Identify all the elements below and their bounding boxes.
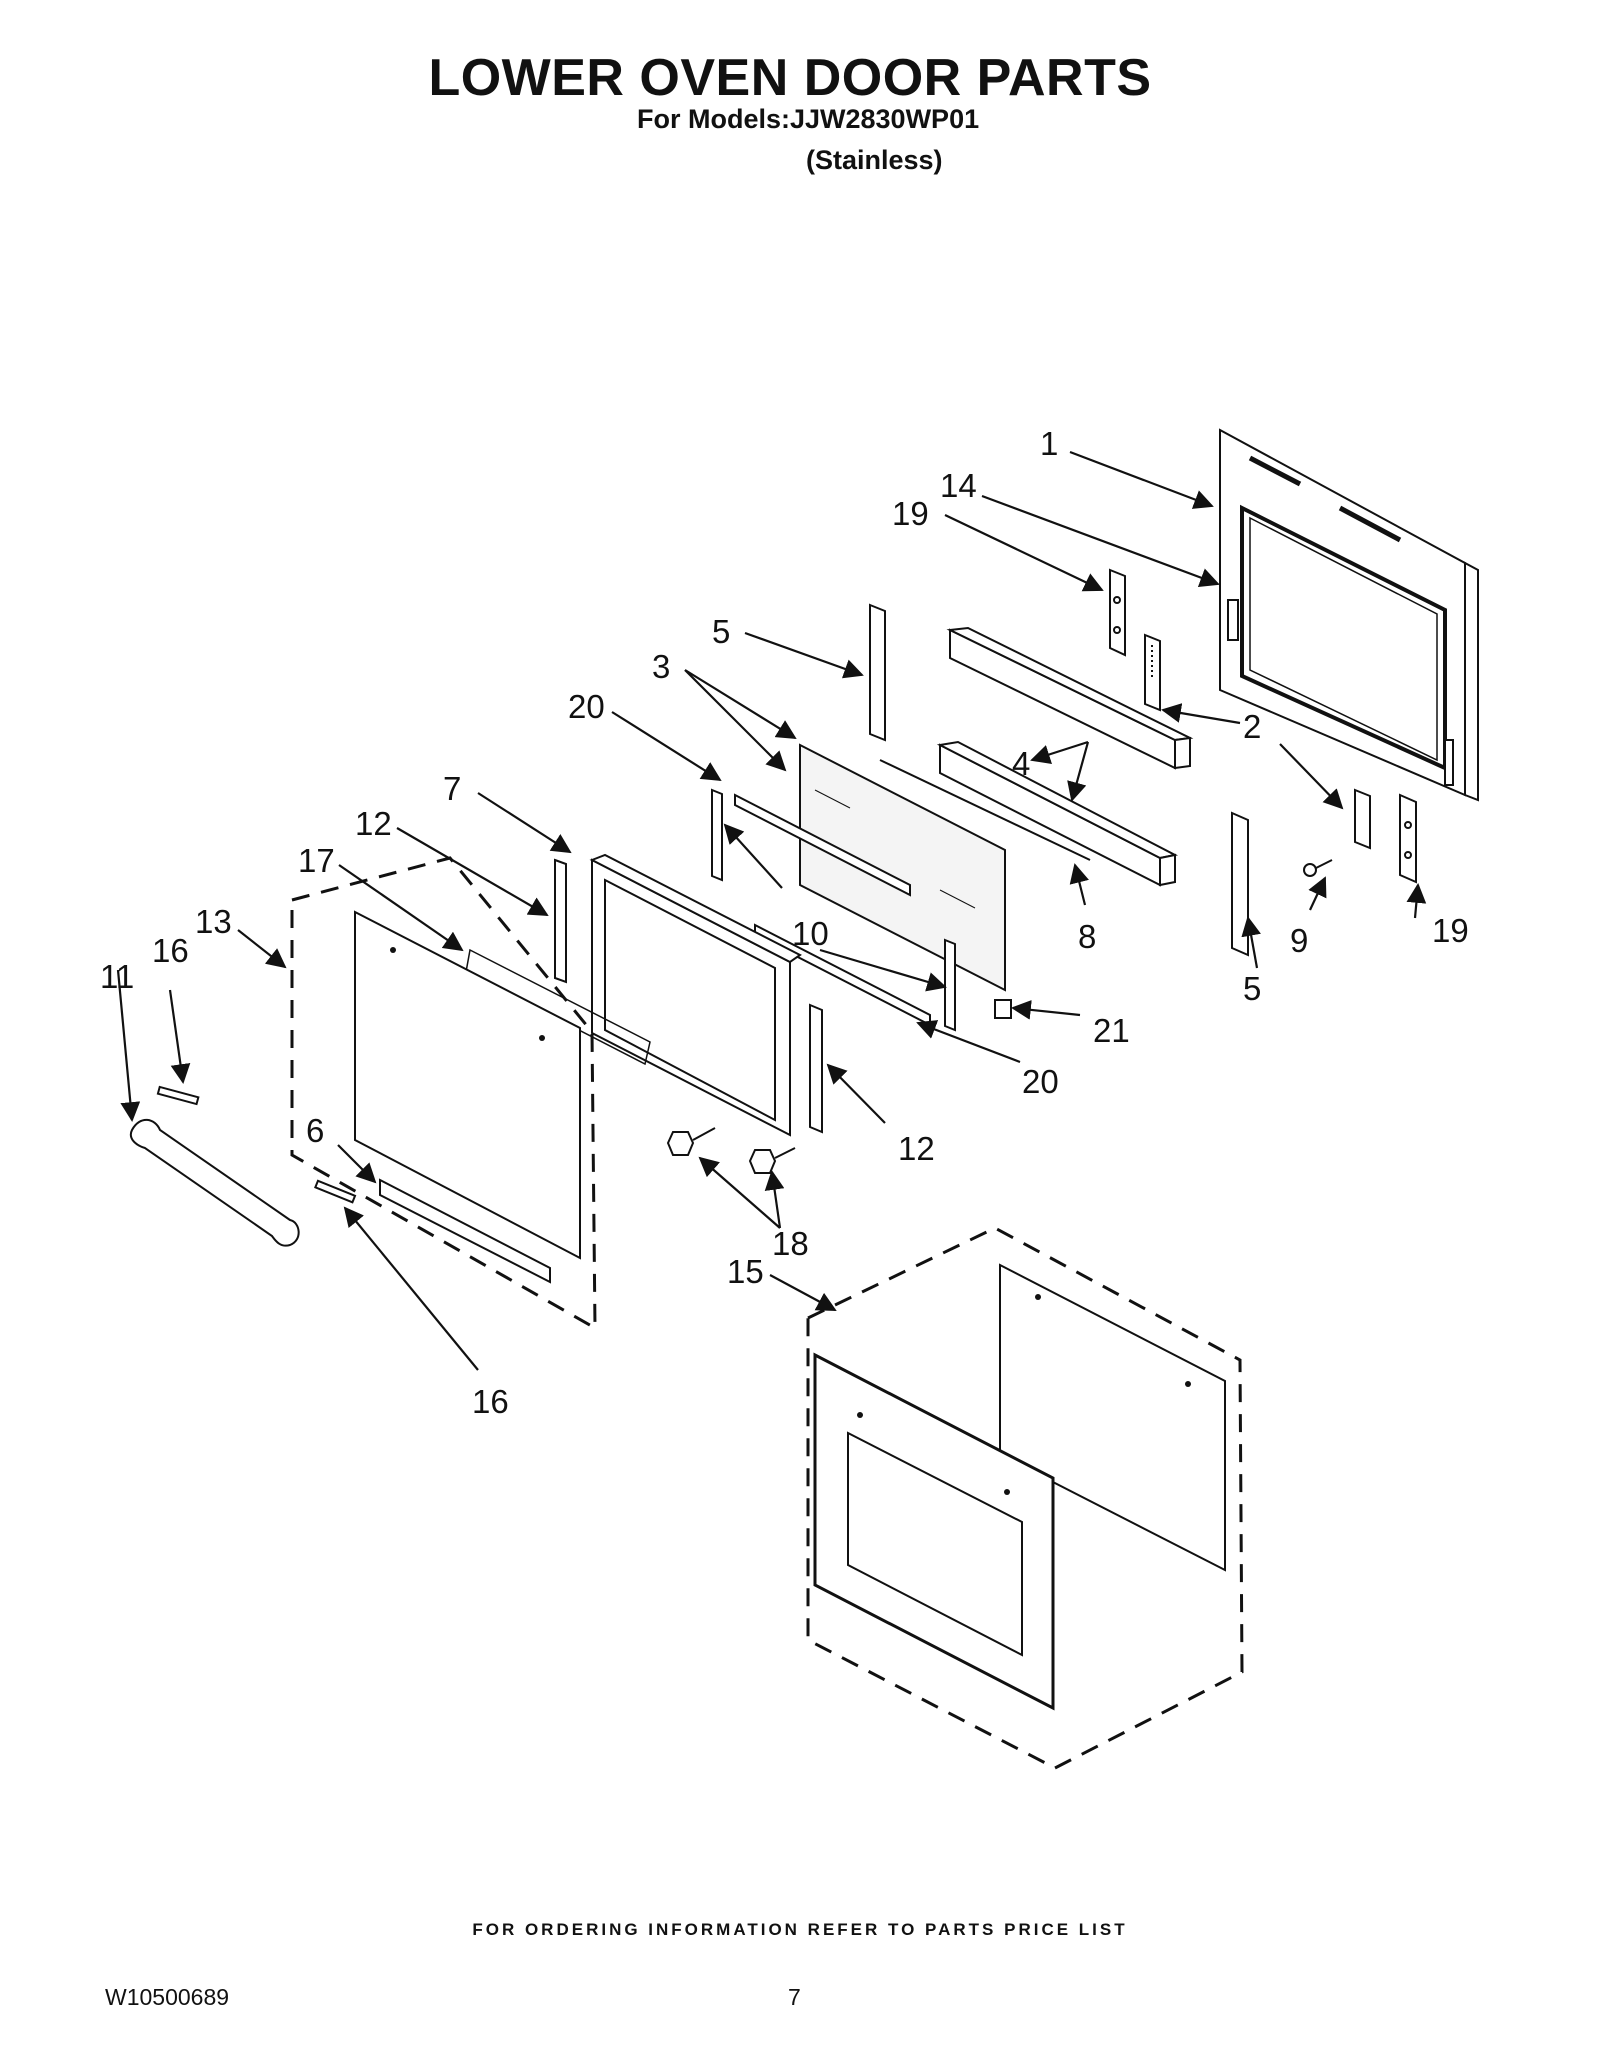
glass-seal <box>879 759 1091 861</box>
callout-labels: 1 14 19 5 3 20 2 4 7 12 17 13 16 11 10 8… <box>100 425 1469 1420</box>
hinge-receptacle-lower <box>1399 793 1417 884</box>
insulation-block-lower <box>936 740 1178 887</box>
door-channel-lower <box>1231 811 1249 957</box>
callout-12-lower: 12 <box>898 1130 935 1167</box>
callout-19-lower: 19 <box>1432 912 1469 949</box>
callout-12-upper: 12 <box>355 805 392 842</box>
callout-1: 1 <box>1040 425 1058 462</box>
glass-support-upper <box>734 793 911 897</box>
model-number: For Models:JJW2830WP01 <box>637 104 980 134</box>
callout-20-upper: 20 <box>568 688 605 725</box>
handle-spacer-lower <box>314 1179 357 1204</box>
side-trim-left <box>554 858 567 984</box>
callout-4: 4 <box>1012 745 1030 782</box>
outer-glass-assembly <box>290 856 597 1331</box>
door-frame <box>589 853 802 1137</box>
vent-strip <box>465 948 651 1066</box>
callout-21: 21 <box>1093 1012 1130 1049</box>
outer-door-assembly <box>806 1226 1244 1770</box>
page-title: LOWER OVEN DOOR PARTS <box>428 49 1152 107</box>
door-handle <box>129 1118 300 1247</box>
callout-8: 8 <box>1078 918 1096 955</box>
callout-15: 15 <box>727 1253 764 1290</box>
callout-19-upper: 19 <box>892 495 929 532</box>
glass-spacer-left <box>711 788 723 882</box>
insulation-block-upper <box>946 626 1194 770</box>
hinge-upper <box>1144 633 1161 712</box>
callout-17: 17 <box>298 842 335 879</box>
bottom-trim <box>379 1178 551 1284</box>
model-variant: (Stainless) <box>806 145 943 175</box>
glass-clip <box>994 999 1012 1019</box>
callout-7: 7 <box>443 770 461 807</box>
callout-14: 14 <box>940 467 977 504</box>
screw-9 <box>1303 859 1333 877</box>
callout-11: 11 <box>100 958 134 995</box>
handle-spacer-upper <box>156 1085 200 1106</box>
document-number: W10500689 <box>105 1984 230 2010</box>
callout-6: 6 <box>306 1112 324 1149</box>
callout-9: 9 <box>1290 922 1308 959</box>
hinge-lower <box>1354 788 1371 850</box>
ordering-note: FOR ORDERING INFORMATION REFER TO PARTS … <box>472 1920 1128 1939</box>
screw-18-right <box>748 1147 796 1174</box>
callout-16-upper: 16 <box>152 932 189 969</box>
door-channel-upper <box>869 603 886 742</box>
hinge-receptacle-upper <box>1109 568 1126 657</box>
callout-2: 2 <box>1243 708 1261 745</box>
screw-18-left <box>666 1127 716 1156</box>
callout-20-lower: 20 <box>1022 1063 1059 1100</box>
callout-3: 3 <box>652 648 670 685</box>
inner-door-panel <box>1219 428 1479 802</box>
callout-5-upper: 5 <box>712 613 730 650</box>
callout-13: 13 <box>195 903 232 940</box>
callout-5-lower: 5 <box>1243 970 1261 1007</box>
callout-18: 18 <box>772 1225 809 1262</box>
callout-16-lower: 16 <box>472 1383 509 1420</box>
side-trim-right <box>809 1003 823 1134</box>
leader-lines <box>116 450 1427 1371</box>
page-number: 7 <box>788 1984 801 2010</box>
callout-10: 10 <box>792 915 829 952</box>
glass-spacer-right <box>944 938 956 1032</box>
